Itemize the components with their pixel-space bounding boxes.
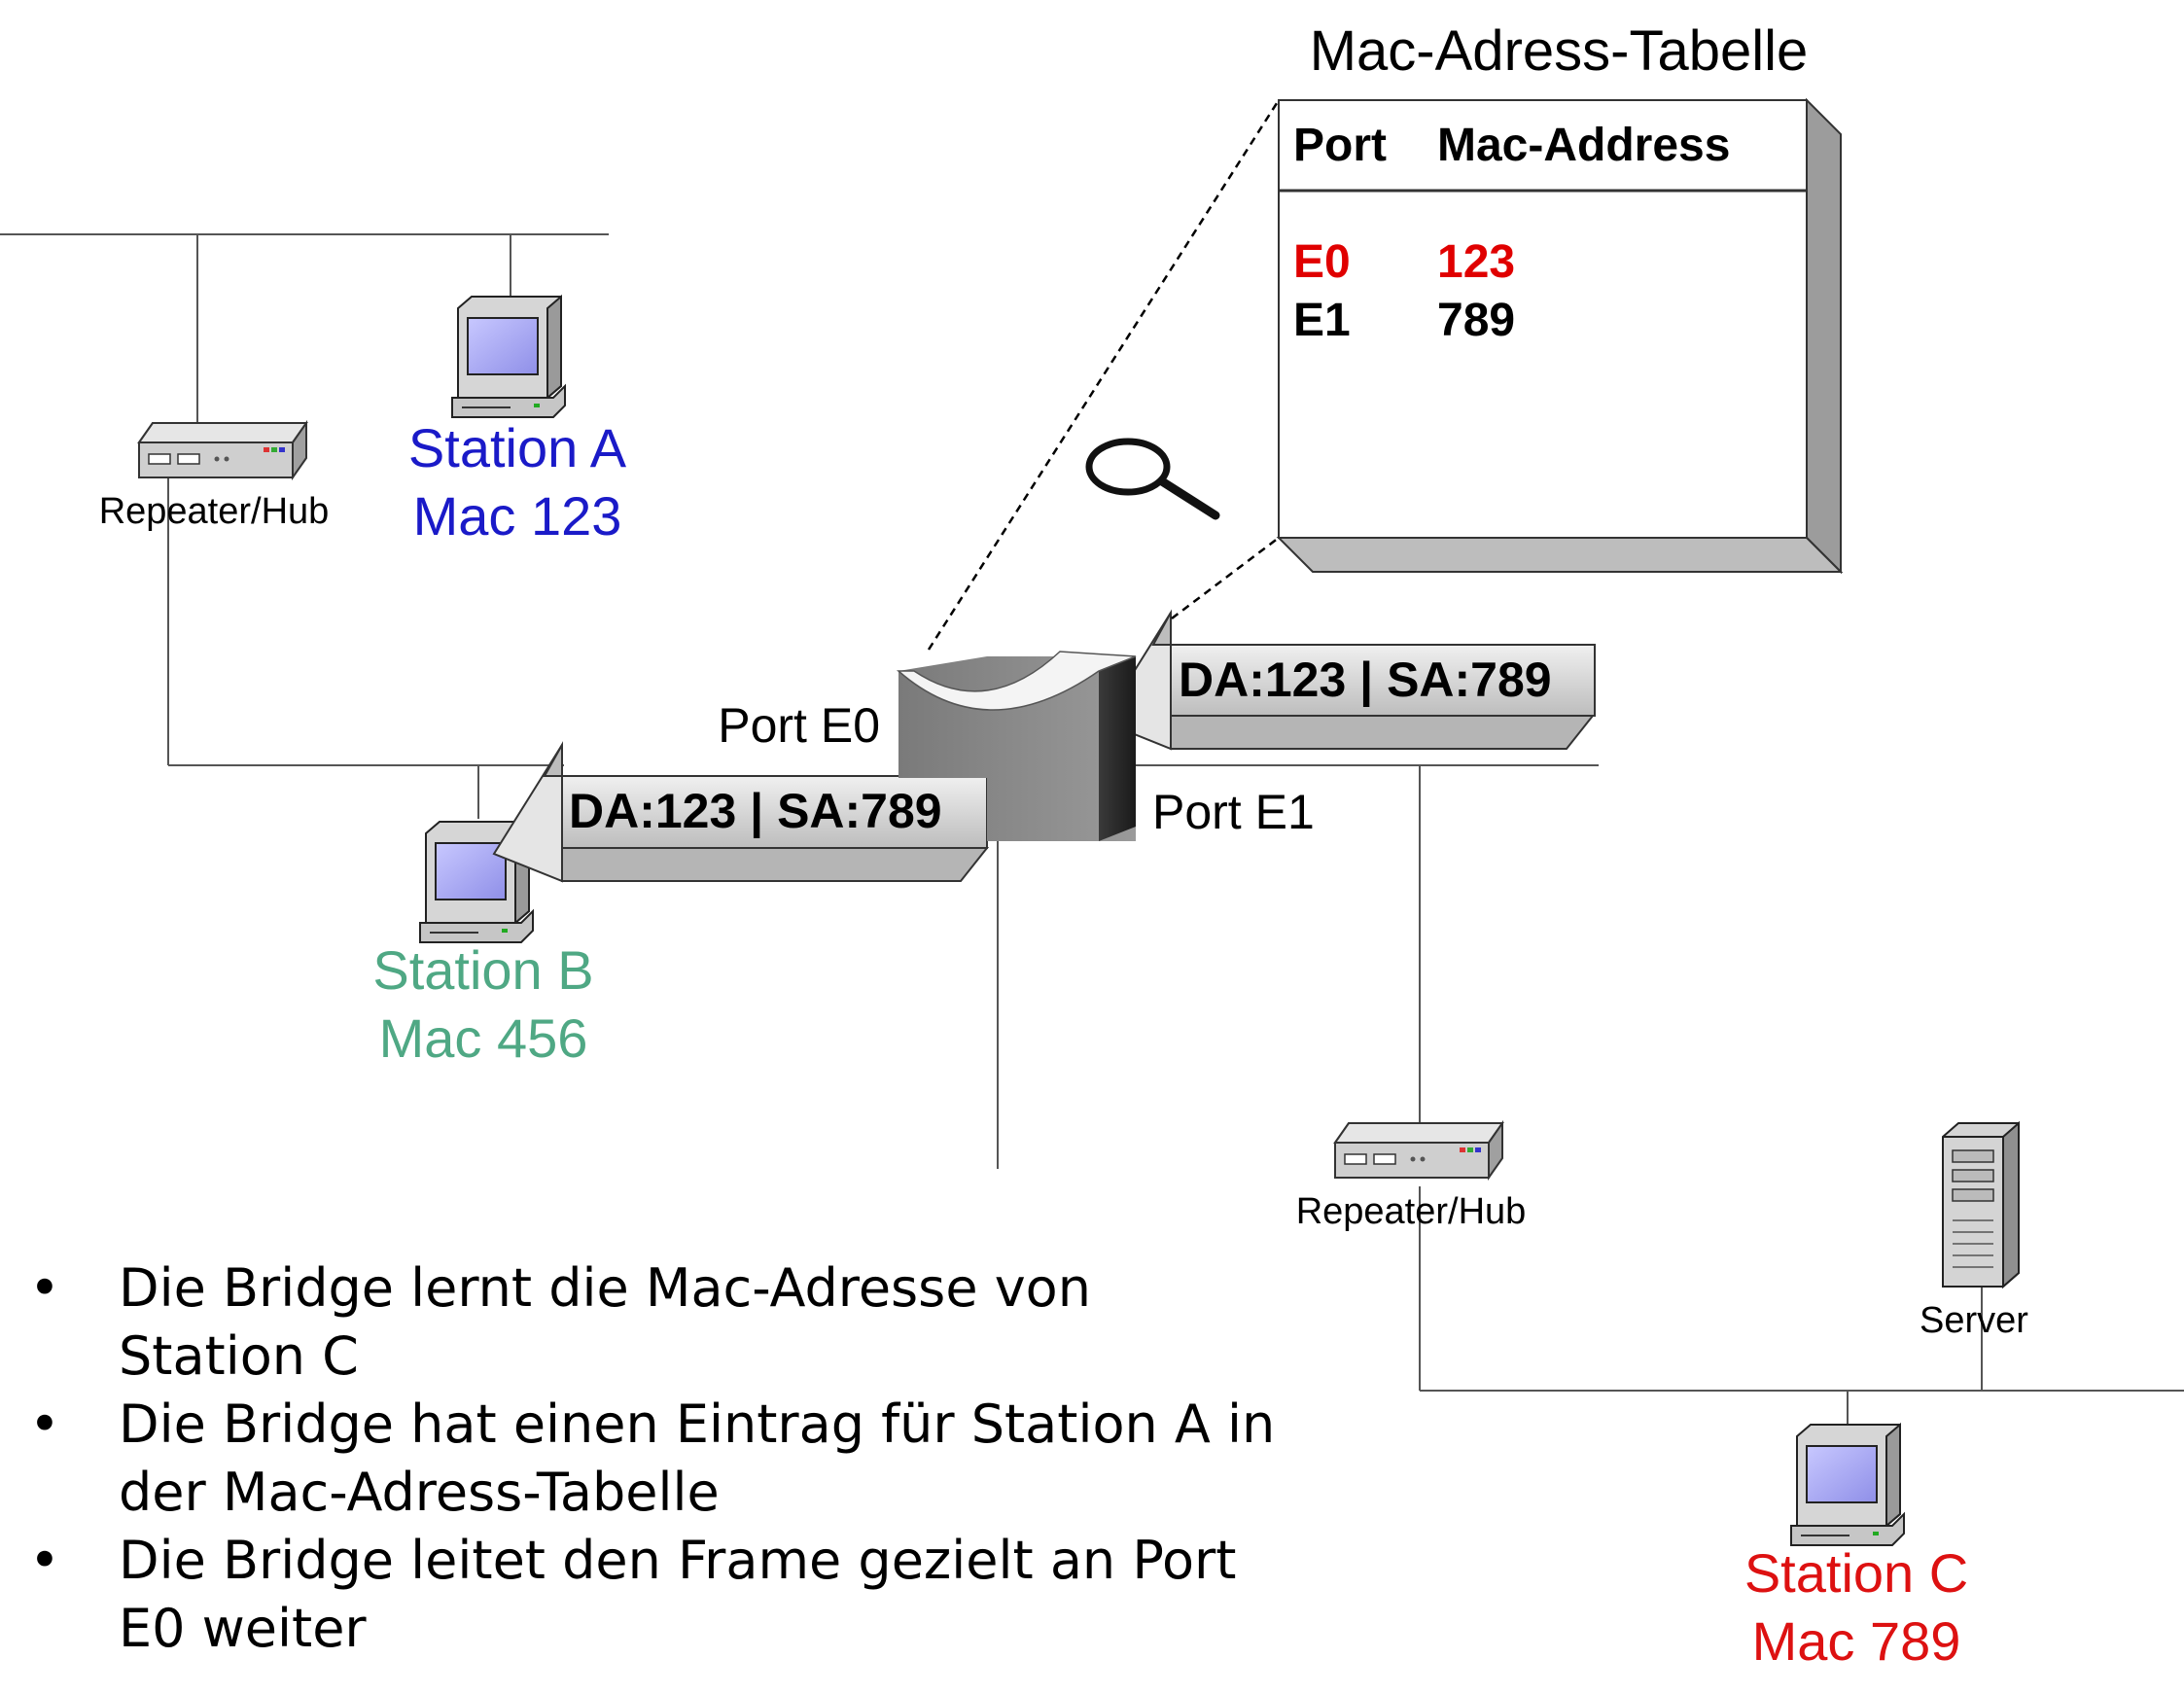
station-a-label: Station A Mac 123: [408, 417, 627, 547]
station-b-name: Station B: [372, 939, 593, 1001]
port-e0-label: Port E0: [718, 698, 880, 753]
bullet-text: Die Bridge hat einen Eintrag für Station…: [119, 1394, 1276, 1523]
table-header-port: Port: [1293, 120, 1387, 171]
bullet-dot: •: [29, 1394, 60, 1455]
table-title: Mac-Adress-Tabelle: [1310, 19, 1809, 83]
station-b-mac: Mac 456: [379, 1007, 588, 1069]
table-row: E0 123: [1293, 236, 1515, 288]
server-label: Server: [1920, 1300, 2028, 1341]
magnifier-icon: [1085, 438, 1220, 520]
hub-bottom-label: Repeater/Hub: [1296, 1191, 1527, 1232]
station-c-label: Station C Mac 789: [1744, 1542, 1968, 1672]
station-c-name: Station C: [1744, 1542, 1968, 1604]
mac-address-table: [1276, 97, 1844, 575]
bullet-text: Die Bridge leitet den Frame gezielt an P…: [119, 1530, 1237, 1659]
bridge-icon: [897, 651, 1137, 846]
table-cell-mac: 123: [1437, 236, 1515, 288]
bullet-dot: •: [29, 1257, 60, 1319]
server-icon: [1942, 1120, 2020, 1289]
bullet-dot: •: [29, 1530, 60, 1591]
frame-right-label: DA:123 | SA:789: [1179, 653, 1552, 708]
station-a-computer-icon: [451, 294, 566, 418]
repeater-hub-top-icon: [137, 419, 308, 481]
table-cell-mac: 789: [1437, 295, 1515, 346]
station-b-label: Station B Mac 456: [372, 939, 593, 1069]
station-c-computer-icon: [1790, 1422, 1905, 1546]
table-row: E1 789: [1293, 295, 1515, 346]
table-cell-port: E0: [1293, 236, 1351, 288]
bullet-item: • Die Bridge lernt die Mac-Adresse von St…: [29, 1254, 1293, 1391]
frame-left-label: DA:123 | SA:789: [569, 784, 942, 839]
bullet-item: • Die Bridge hat einen Eintrag für Statio…: [29, 1391, 1293, 1527]
frame-arrow-left: [492, 741, 990, 883]
bullet-item: • Die Bridge leitet den Frame gezielt an …: [29, 1527, 1293, 1663]
zoom-callout-lines: [927, 99, 1281, 651]
bullet-text: Die Bridge lernt die Mac-Adresse von Sta…: [119, 1257, 1091, 1387]
station-a-mac: Mac 123: [413, 485, 622, 547]
station-a-name: Station A: [408, 417, 627, 478]
table-cell-port: E1: [1293, 295, 1351, 346]
port-e1-label: Port E1: [1152, 785, 1315, 839]
hub-top-label: Repeater/Hub: [99, 491, 330, 532]
table-header-mac: Mac-Address: [1437, 120, 1730, 171]
repeater-hub-bottom-icon: [1333, 1119, 1504, 1182]
station-c-mac: Mac 789: [1752, 1610, 1961, 1672]
bullet-list: • Die Bridge lernt die Mac-Adresse von St…: [29, 1254, 1293, 1663]
